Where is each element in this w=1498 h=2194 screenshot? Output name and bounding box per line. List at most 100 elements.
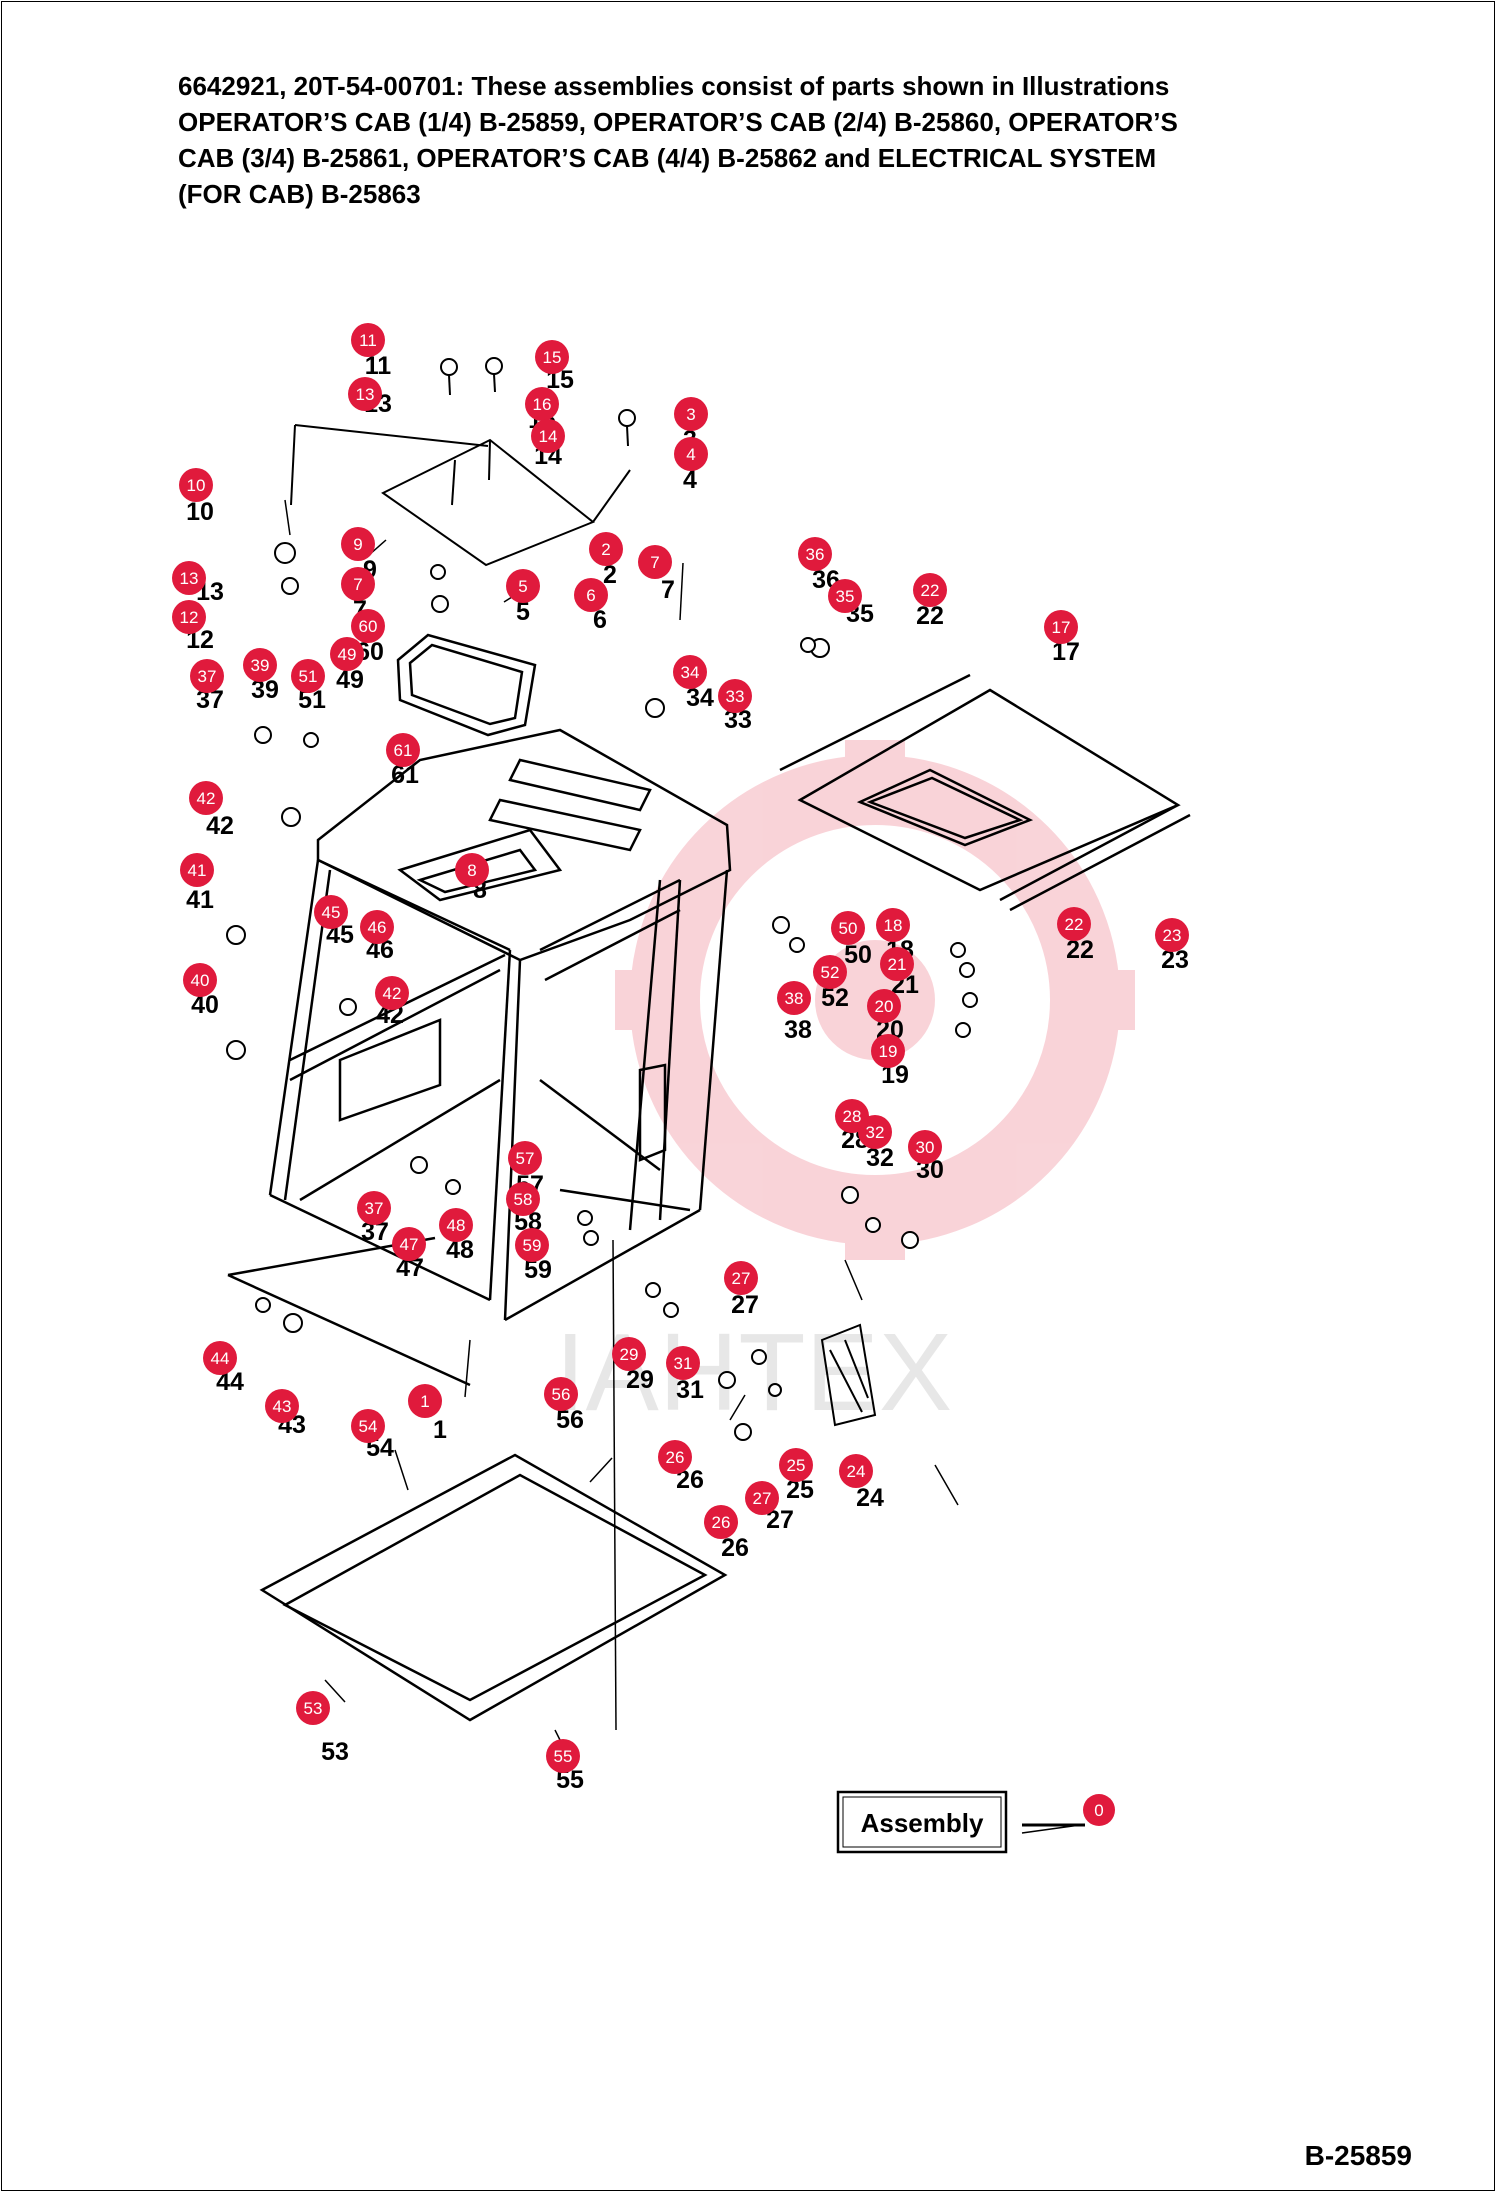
callout-circle[interactable] xyxy=(183,963,217,997)
callout-badge-c48[interactable]: 48 xyxy=(439,1208,473,1242)
callout-circle[interactable] xyxy=(179,468,213,502)
callout-circle[interactable] xyxy=(798,537,832,571)
callout-circle[interactable] xyxy=(314,895,348,929)
callout-badge-c3[interactable]: 3 xyxy=(674,397,708,431)
callout-circle[interactable] xyxy=(189,781,223,815)
callout-circle[interactable] xyxy=(525,387,559,421)
callout-circle[interactable] xyxy=(180,853,214,887)
callout-badge-c59[interactable]: 59 xyxy=(515,1228,549,1262)
callout-circle[interactable] xyxy=(831,911,865,945)
callout-circle[interactable] xyxy=(1044,610,1078,644)
callout-circle[interactable] xyxy=(243,648,277,682)
callout-circle[interactable] xyxy=(876,908,910,942)
callout-circle[interactable] xyxy=(658,1440,692,1474)
callout-badge-c56[interactable]: 56 xyxy=(544,1377,578,1411)
callout-badge-c53[interactable]: 53 xyxy=(296,1691,330,1725)
callout-circle[interactable] xyxy=(724,1261,758,1295)
callout-circle[interactable] xyxy=(674,437,708,471)
callout-circle[interactable] xyxy=(574,578,608,612)
callout-badge-c38[interactable]: 38 xyxy=(777,981,811,1015)
callout-circle[interactable] xyxy=(357,1191,391,1225)
callout-circle[interactable] xyxy=(172,561,206,595)
callout-badge-c1[interactable]: 1 xyxy=(408,1384,442,1418)
callout-badge-c51[interactable]: 51 xyxy=(291,659,325,693)
callout-badge-c55[interactable]: 55 xyxy=(546,1739,580,1773)
callout-circle[interactable] xyxy=(638,545,672,579)
callout-badge-c37a[interactable]: 37 xyxy=(190,659,224,693)
callout-badge-c33[interactable]: 33 xyxy=(718,679,752,713)
callout-circle[interactable] xyxy=(392,1227,426,1261)
callout-circle[interactable] xyxy=(341,527,375,561)
callout-circle[interactable] xyxy=(867,989,901,1023)
callout-circle[interactable] xyxy=(296,1691,330,1725)
callout-badge-c20[interactable]: 20 xyxy=(867,989,901,1023)
callout-circle[interactable] xyxy=(813,955,847,989)
callout-badge-c26b[interactable]: 26 xyxy=(704,1505,738,1539)
callout-badge-c47[interactable]: 47 xyxy=(392,1227,426,1261)
callout-circle[interactable] xyxy=(1057,907,1091,941)
callout-badge-c14[interactable]: 14 xyxy=(531,419,565,453)
callout-circle[interactable] xyxy=(777,981,811,1015)
callout-circle[interactable] xyxy=(535,340,569,374)
callout-badge-c29[interactable]: 29 xyxy=(612,1337,646,1371)
callout-badge-c12[interactable]: 12 xyxy=(172,600,206,634)
callout-circle[interactable] xyxy=(880,947,914,981)
callout-badge-c30[interactable]: 30 xyxy=(908,1130,942,1164)
callout-badge-c13a[interactable]: 13 xyxy=(348,377,382,411)
callout-circle[interactable] xyxy=(351,323,385,357)
callout-circle[interactable] xyxy=(546,1739,580,1773)
callout-circle[interactable] xyxy=(673,655,707,689)
callout-badge-c32[interactable]: 32 xyxy=(858,1115,892,1149)
callout-circle[interactable] xyxy=(341,567,375,601)
callout-badge-c39[interactable]: 39 xyxy=(243,648,277,682)
callout-badge-c46[interactable]: 46 xyxy=(360,910,394,944)
callout-badge-c17[interactable]: 17 xyxy=(1044,610,1078,644)
callout-circle[interactable] xyxy=(828,579,862,613)
callout-badge-c49[interactable]: 49 xyxy=(330,637,364,671)
callout-circle[interactable] xyxy=(544,1377,578,1411)
callout-circle[interactable] xyxy=(455,853,489,887)
callout-circle[interactable] xyxy=(190,659,224,693)
callout-badge-c6[interactable]: 6 xyxy=(574,578,608,612)
callout-circle[interactable] xyxy=(439,1208,473,1242)
callout-circle[interactable] xyxy=(348,377,382,411)
callout-badge-c2[interactable]: 2 xyxy=(589,532,623,566)
callout-badge-c40[interactable]: 40 xyxy=(183,963,217,997)
callout-circle[interactable] xyxy=(871,1034,905,1068)
callout-badge-c45[interactable]: 45 xyxy=(314,895,348,929)
callout-circle[interactable] xyxy=(265,1389,299,1423)
callout-badge-c23[interactable]: 23 xyxy=(1155,918,1189,952)
callout-circle[interactable] xyxy=(718,679,752,713)
callout-badge-c43[interactable]: 43 xyxy=(265,1389,299,1423)
callout-badge-c24[interactable]: 24 xyxy=(839,1454,873,1488)
callout-badge-c19[interactable]: 19 xyxy=(871,1034,905,1068)
callout-badge-c54[interactable]: 54 xyxy=(351,1409,385,1443)
callout-badge-c58[interactable]: 58 xyxy=(506,1182,540,1216)
callout-badge-c5[interactable]: 5 xyxy=(506,569,540,603)
callout-circle[interactable] xyxy=(330,637,364,671)
callout-circle[interactable] xyxy=(351,609,385,643)
callout-circle[interactable] xyxy=(408,1384,442,1418)
callout-badge-c57[interactable]: 57 xyxy=(508,1141,542,1175)
callout-badge-c9[interactable]: 9 xyxy=(341,527,375,561)
callout-circle[interactable] xyxy=(858,1115,892,1149)
callout-badge-c18[interactable]: 18 xyxy=(876,908,910,942)
callout-badge-c10[interactable]: 10 xyxy=(179,468,213,502)
callout-badge-c50[interactable]: 50 xyxy=(831,911,865,945)
callout-circle[interactable] xyxy=(172,600,206,634)
callout-badge-c22a[interactable]: 22 xyxy=(913,573,947,607)
callout-badge-c61[interactable]: 61 xyxy=(386,733,420,767)
callout-circle[interactable] xyxy=(1155,918,1189,952)
callout-badge-c8[interactable]: 8 xyxy=(455,853,489,887)
callout-badge-c15[interactable]: 15 xyxy=(535,340,569,374)
callout-badge-assembly[interactable]: 0 xyxy=(1083,1794,1115,1826)
callout-circle[interactable] xyxy=(779,1448,813,1482)
callout-badge-c7a[interactable]: 7 xyxy=(638,545,672,579)
callout-badge-c35[interactable]: 35 xyxy=(828,579,862,613)
callout-badge-c26a[interactable]: 26 xyxy=(658,1440,692,1474)
callout-badge-c13b[interactable]: 13 xyxy=(172,561,206,595)
callout-circle[interactable] xyxy=(674,397,708,431)
callout-circle[interactable] xyxy=(839,1454,873,1488)
callout-badge-c22b[interactable]: 22 xyxy=(1057,907,1091,941)
callout-badge-c16[interactable]: 16 xyxy=(525,387,559,421)
